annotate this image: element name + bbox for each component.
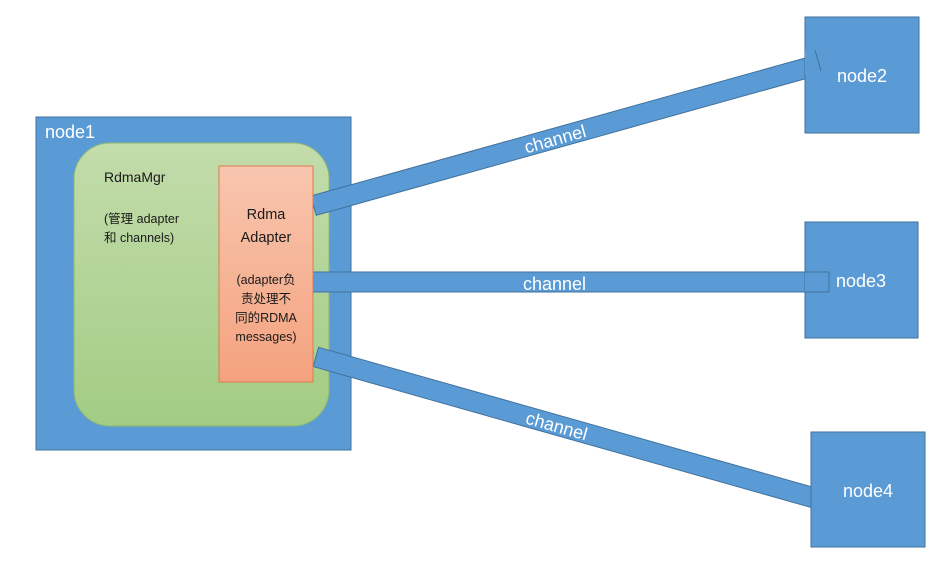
node3-label: node3 (836, 271, 886, 291)
rdma-adapter-desc-line4: messages) (235, 330, 296, 344)
channel-to-node3-end (805, 272, 829, 292)
rdma-adapter-title-line1: Rdma (247, 207, 287, 223)
channel-to-node2: channel (310, 56, 816, 216)
rdma-mgr-title: RdmaMgr (104, 169, 166, 185)
channel-to-node3-label: channel (523, 274, 586, 294)
rdma-mgr-desc-line2: 和 channels) (104, 231, 174, 245)
node4-label: node4 (843, 481, 893, 501)
node2-label: node2 (837, 66, 887, 86)
channel-to-node2-end-edge (814, 49, 822, 72)
rdma-adapter-desc-line2: 责处理不 (241, 292, 291, 306)
node1-label: node1 (45, 122, 95, 142)
node2-box (804, 16, 920, 134)
rdma-adapter-desc-line1: (adapter负 (236, 273, 295, 287)
channel-to-node2-end (805, 50, 821, 75)
channel-to-node4: channel (312, 346, 822, 510)
rdma-adapter-box (218, 165, 314, 383)
rdma-mgr-desc-line1: (管理 adapter (104, 211, 179, 226)
channel-to-node4-label: channel (524, 408, 590, 444)
channel-to-node2-label: channel (522, 121, 588, 157)
channel-to-node3: channel (312, 271, 830, 294)
rdma-adapter-title-line2: Adapter (241, 230, 292, 246)
rdma-adapter-desc-line3: 同的RDMA (235, 310, 297, 325)
node4-box (810, 431, 926, 548)
